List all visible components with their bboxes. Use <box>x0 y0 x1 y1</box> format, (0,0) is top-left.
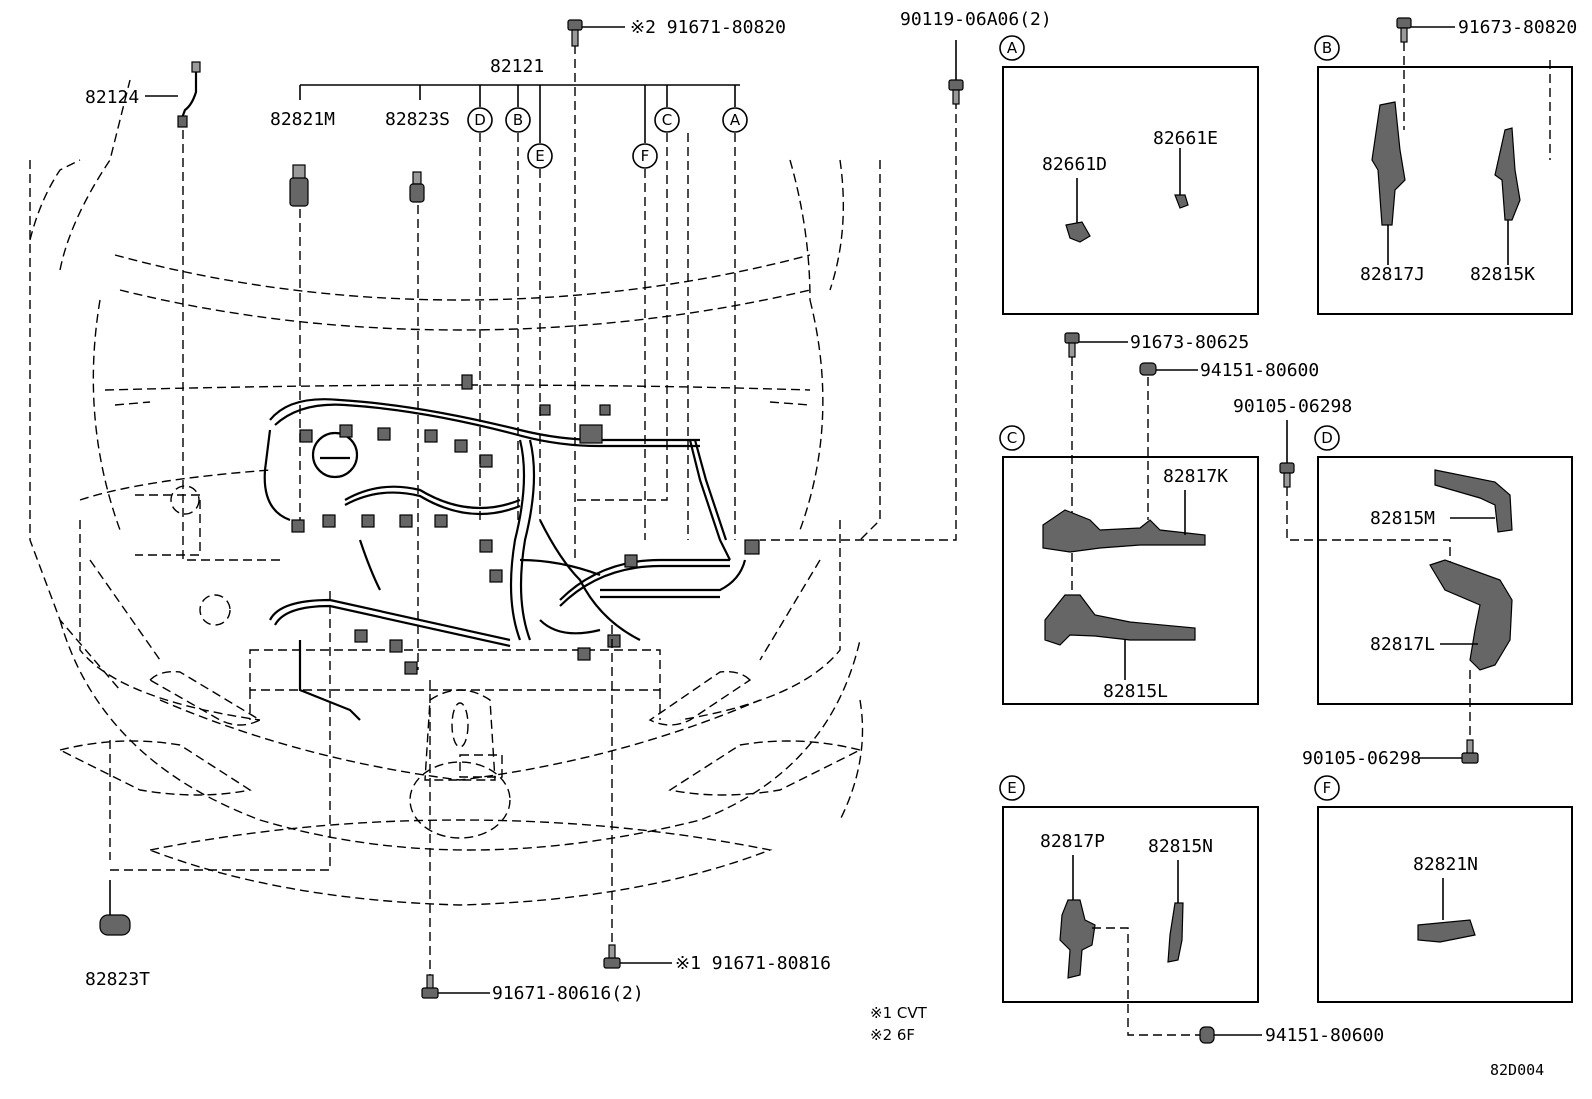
svg-text:E: E <box>1007 779 1016 797</box>
note-6f: ※2 6F <box>870 1026 915 1044</box>
label-bolt-bottom-left: 91671-80616(2) <box>492 983 644 1004</box>
svg-text:A: A <box>1007 39 1018 57</box>
part-82823T[interactable] <box>99 880 131 936</box>
bolt-91671-80616[interactable] <box>421 974 490 999</box>
bolt-91671-80816[interactable] <box>603 944 672 969</box>
harness-callout-A: A <box>722 107 748 133</box>
label-82124: 82124 <box>85 87 139 108</box>
label-bolt-bottom-mid: ※1 91671-80816 <box>675 953 831 974</box>
label-82815L: 82815L <box>1103 681 1168 702</box>
label-bolt-D2: 90105-06298 <box>1302 748 1421 769</box>
bolt-91671-80820[interactable] <box>567 19 625 47</box>
part-82815K[interactable] <box>1494 127 1521 221</box>
engine-harness <box>263 374 760 721</box>
svg-text:B: B <box>513 111 523 129</box>
bolt-94151-80600-E[interactable] <box>1199 1026 1262 1044</box>
part-82815N[interactable] <box>1167 902 1184 963</box>
svg-text:D: D <box>474 111 486 129</box>
panel-E: E 82817P 82815N 94151-80600 <box>999 775 1384 1046</box>
harness-callout-D: D <box>467 107 493 133</box>
label-bolt-C2: 94151-80600 <box>1200 360 1319 381</box>
panel-A: A 82661D 82661E <box>999 35 1259 315</box>
part-82815M[interactable] <box>1434 469 1513 533</box>
harness-callout-F: F <box>632 143 658 169</box>
bolt-91673-80625[interactable] <box>1064 332 1128 600</box>
label-82817P: 82817P <box>1040 831 1105 852</box>
part-82817J[interactable] <box>1371 101 1406 226</box>
part-82661D[interactable] <box>1065 221 1091 243</box>
part-82821N[interactable] <box>1417 919 1476 943</box>
svg-text:D: D <box>1321 429 1333 447</box>
leader-lines <box>145 45 957 975</box>
label-82817L: 82817L <box>1370 634 1435 655</box>
label-82661E: 82661E <box>1153 128 1218 149</box>
diagram-code: 82D004 <box>1490 1061 1544 1079</box>
bolt-94151-80600-C[interactable] <box>1139 362 1198 520</box>
bolt-91673-80820[interactable] <box>1396 17 1455 130</box>
svg-text:F: F <box>641 147 650 165</box>
label-82821N: 82821N <box>1413 854 1478 875</box>
label-82815K: 82815K <box>1470 264 1535 285</box>
label-82121: 82121 <box>490 56 544 77</box>
label-bolt-right: 90119-06A06(2) <box>900 9 1052 30</box>
part-82817L[interactable] <box>1429 559 1513 671</box>
bolt-90105-06298-top[interactable] <box>1279 462 1345 541</box>
part-82823S[interactable] <box>409 171 425 203</box>
vehicle-outline <box>29 60 1551 906</box>
panel-C: C 91673-80625 94151-80600 82817K 82815L <box>999 332 1319 705</box>
svg-text:F: F <box>1323 779 1332 797</box>
bolt-90119-06A06[interactable] <box>948 40 964 105</box>
svg-text:A: A <box>730 111 741 129</box>
panel-D: D 90105-06298 82815M 82817L 90105-06298 <box>1233 396 1573 769</box>
note-cvt: ※1 CVT <box>870 1004 928 1022</box>
label-82823S: 82823S <box>385 109 450 130</box>
label-82815N: 82815N <box>1148 836 1213 857</box>
label-82821M: 82821M <box>270 109 335 130</box>
bolt-90105-06298-bottom[interactable] <box>1418 739 1479 764</box>
part-82817P[interactable] <box>1059 899 1096 979</box>
label-bolt-top: ※2 91671-80820 <box>630 17 786 38</box>
part-82821M[interactable] <box>289 164 309 207</box>
svg-text:B: B <box>1322 39 1332 57</box>
harness-callout-C: C <box>654 107 680 133</box>
label-82815M: 82815M <box>1370 508 1435 529</box>
panel-F: F 82821N <box>1314 775 1573 1003</box>
label-82823T: 82823T <box>85 969 150 990</box>
part-82817K[interactable] <box>1042 509 1206 553</box>
part-82815L[interactable] <box>1044 594 1196 646</box>
label-bolt-B: 91673-80820 <box>1458 17 1577 38</box>
label-82661D: 82661D <box>1042 154 1107 175</box>
svg-text:E: E <box>535 147 544 165</box>
label-bolt-C1: 91673-80625 <box>1130 332 1249 353</box>
svg-text:C: C <box>1007 429 1017 447</box>
part-82124[interactable] <box>177 61 201 128</box>
label-bolt-E: 94151-80600 <box>1265 1025 1384 1046</box>
harness-callout-E: E <box>527 143 553 169</box>
panel-B: B 91673-80820 82817J 82815K <box>1314 17 1577 315</box>
part-82661E[interactable] <box>1174 194 1189 209</box>
label-82817J: 82817J <box>1360 264 1425 285</box>
harness-callout-B: B <box>505 107 531 133</box>
label-82817K: 82817K <box>1163 466 1228 487</box>
label-bolt-D1: 90105-06298 <box>1233 396 1352 417</box>
svg-text:C: C <box>662 111 672 129</box>
